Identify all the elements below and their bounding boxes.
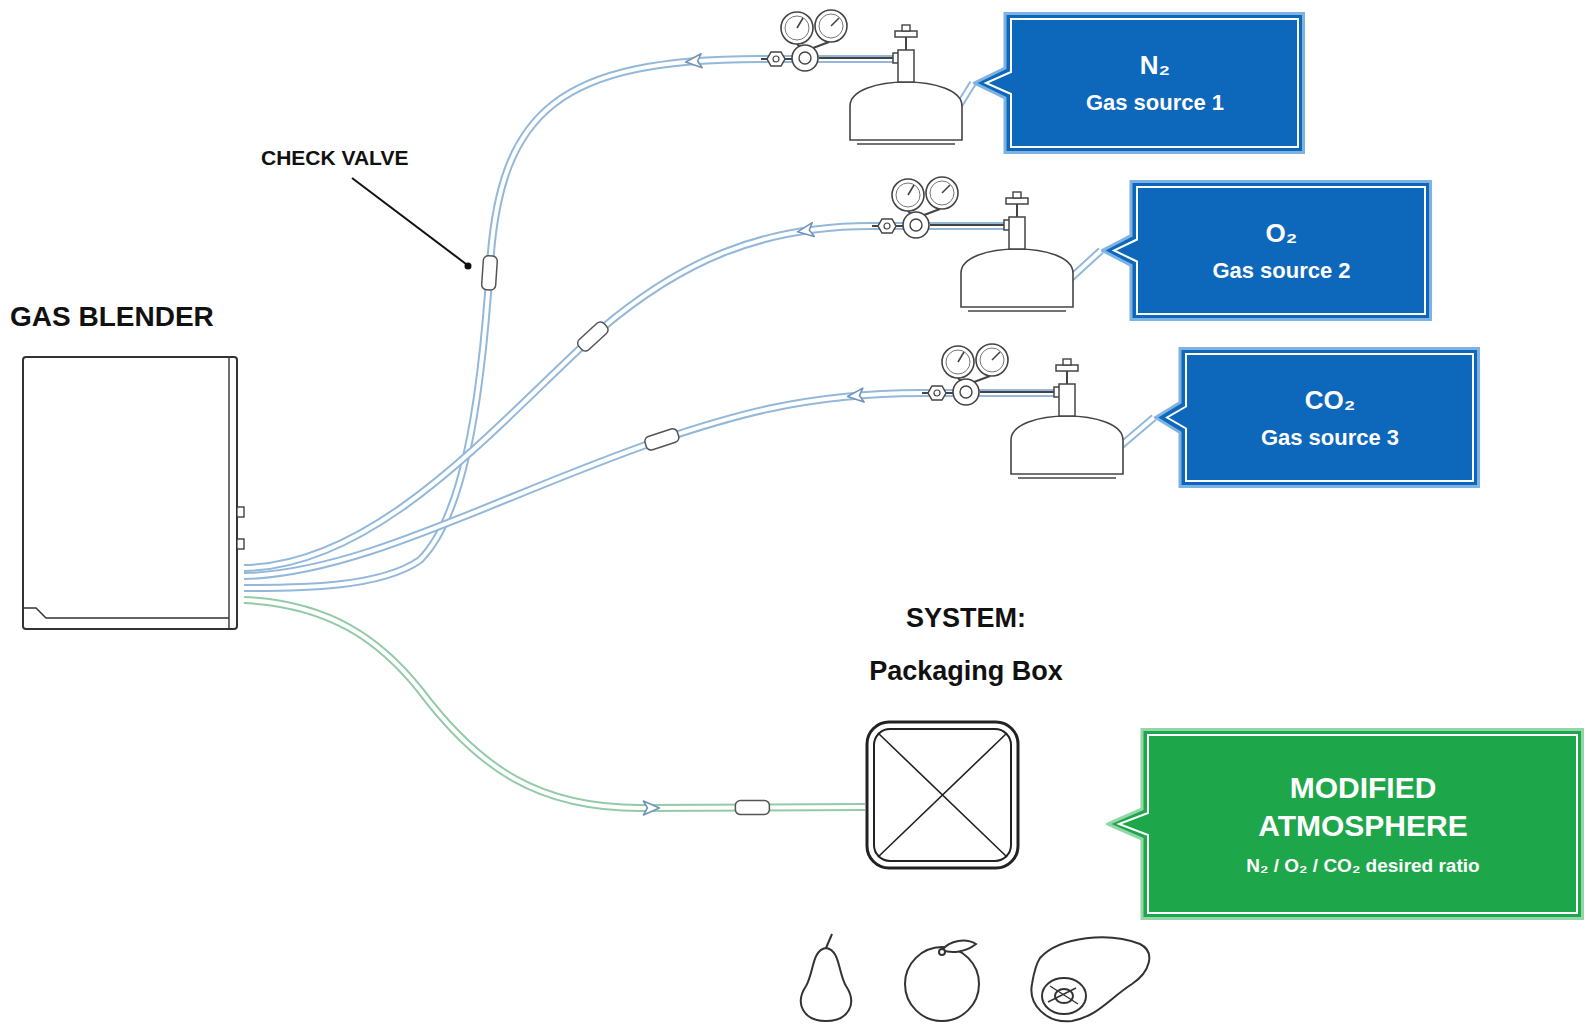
callout-text: N₂ Gas source 1 xyxy=(1005,12,1305,154)
callout-inner-line xyxy=(986,19,1298,147)
packaging-box: SYSTEM: Packaging Box xyxy=(836,592,1096,877)
node-heading: SYSTEM: Packaging Box xyxy=(841,592,1091,698)
ham-icon xyxy=(1031,937,1149,1021)
callout-text: MODIFIED ATMOSPHERE N₂ / O₂ / CO₂ desired… xyxy=(1142,728,1584,920)
callout-inner-line xyxy=(1119,735,1577,913)
callout-shape xyxy=(973,12,1305,154)
gas-cylinder xyxy=(761,10,962,144)
gas-cylinder xyxy=(872,177,1073,311)
packaging-drawing xyxy=(865,720,1020,870)
callout-heading: N₂ xyxy=(1140,49,1170,81)
blender-drawing xyxy=(22,356,248,630)
box-cross xyxy=(878,733,1007,857)
callout-inner-line xyxy=(1167,354,1473,481)
gas-blender: GAS BLENDER xyxy=(8,300,258,630)
blender-housing xyxy=(22,356,238,630)
box-inner xyxy=(874,729,1011,861)
gas-tube xyxy=(244,600,865,815)
callout-box: N₂ Gas source 1 xyxy=(973,12,1305,154)
box-outer xyxy=(867,722,1018,868)
housing-outline xyxy=(23,357,237,629)
part-label: CHECK VALVE xyxy=(261,146,408,170)
leader-line xyxy=(352,178,466,264)
node-heading: GAS BLENDER xyxy=(10,300,258,334)
callout-outline xyxy=(975,14,1304,153)
callout-text: O₂ Gas source 2 xyxy=(1131,180,1432,321)
tube-bore xyxy=(244,600,865,808)
callout-subtext: N₂ / O₂ / CO₂ desired ratio xyxy=(1246,853,1479,879)
callout-heading: CO₂ xyxy=(1305,384,1356,416)
check-valve xyxy=(735,800,769,814)
callout-box: CO₂ Gas source 3 xyxy=(1154,347,1480,488)
callout-subtext: Gas source 2 xyxy=(1212,257,1350,285)
callout-subtext: Gas source 3 xyxy=(1261,424,1399,452)
callout-inner-line xyxy=(1114,187,1425,314)
gas-tube xyxy=(244,388,1154,576)
tube-wall xyxy=(244,600,865,808)
packaging-square xyxy=(865,720,1020,870)
callout-box: O₂ Gas source 2 xyxy=(1101,180,1432,321)
tube-wall xyxy=(244,393,1154,576)
callout-outline xyxy=(1156,349,1479,487)
callout-heading: MODIFIED ATMOSPHERE xyxy=(1213,769,1513,845)
arrow-head xyxy=(796,223,814,239)
callout-shape xyxy=(1154,347,1480,488)
callout-box: MODIFIED ATMOSPHERE N₂ / O₂ / CO₂ desired… xyxy=(1106,728,1584,920)
housing-edge xyxy=(228,357,229,629)
housing-base xyxy=(23,608,229,618)
pear-icon xyxy=(801,934,851,1021)
arrow-head xyxy=(847,388,864,403)
leader-dot xyxy=(465,263,472,270)
arrow-head xyxy=(685,54,702,69)
gas-port xyxy=(237,539,244,549)
callout-outline xyxy=(1103,182,1431,320)
gas-cylinder xyxy=(922,344,1123,478)
check-valve xyxy=(481,256,497,291)
gas-port xyxy=(237,507,244,517)
orange-icon xyxy=(905,941,979,1021)
arrow-head xyxy=(643,801,659,815)
check-valve xyxy=(576,320,611,353)
tube-bore xyxy=(244,393,1154,576)
check-valve xyxy=(644,427,681,451)
callout-outline xyxy=(1108,730,1583,919)
callout-heading: O₂ xyxy=(1266,217,1298,249)
callout-subtext: Gas source 1 xyxy=(1086,89,1224,117)
callout-shape xyxy=(1101,180,1432,321)
callout-text: CO₂ Gas source 3 xyxy=(1180,347,1480,488)
